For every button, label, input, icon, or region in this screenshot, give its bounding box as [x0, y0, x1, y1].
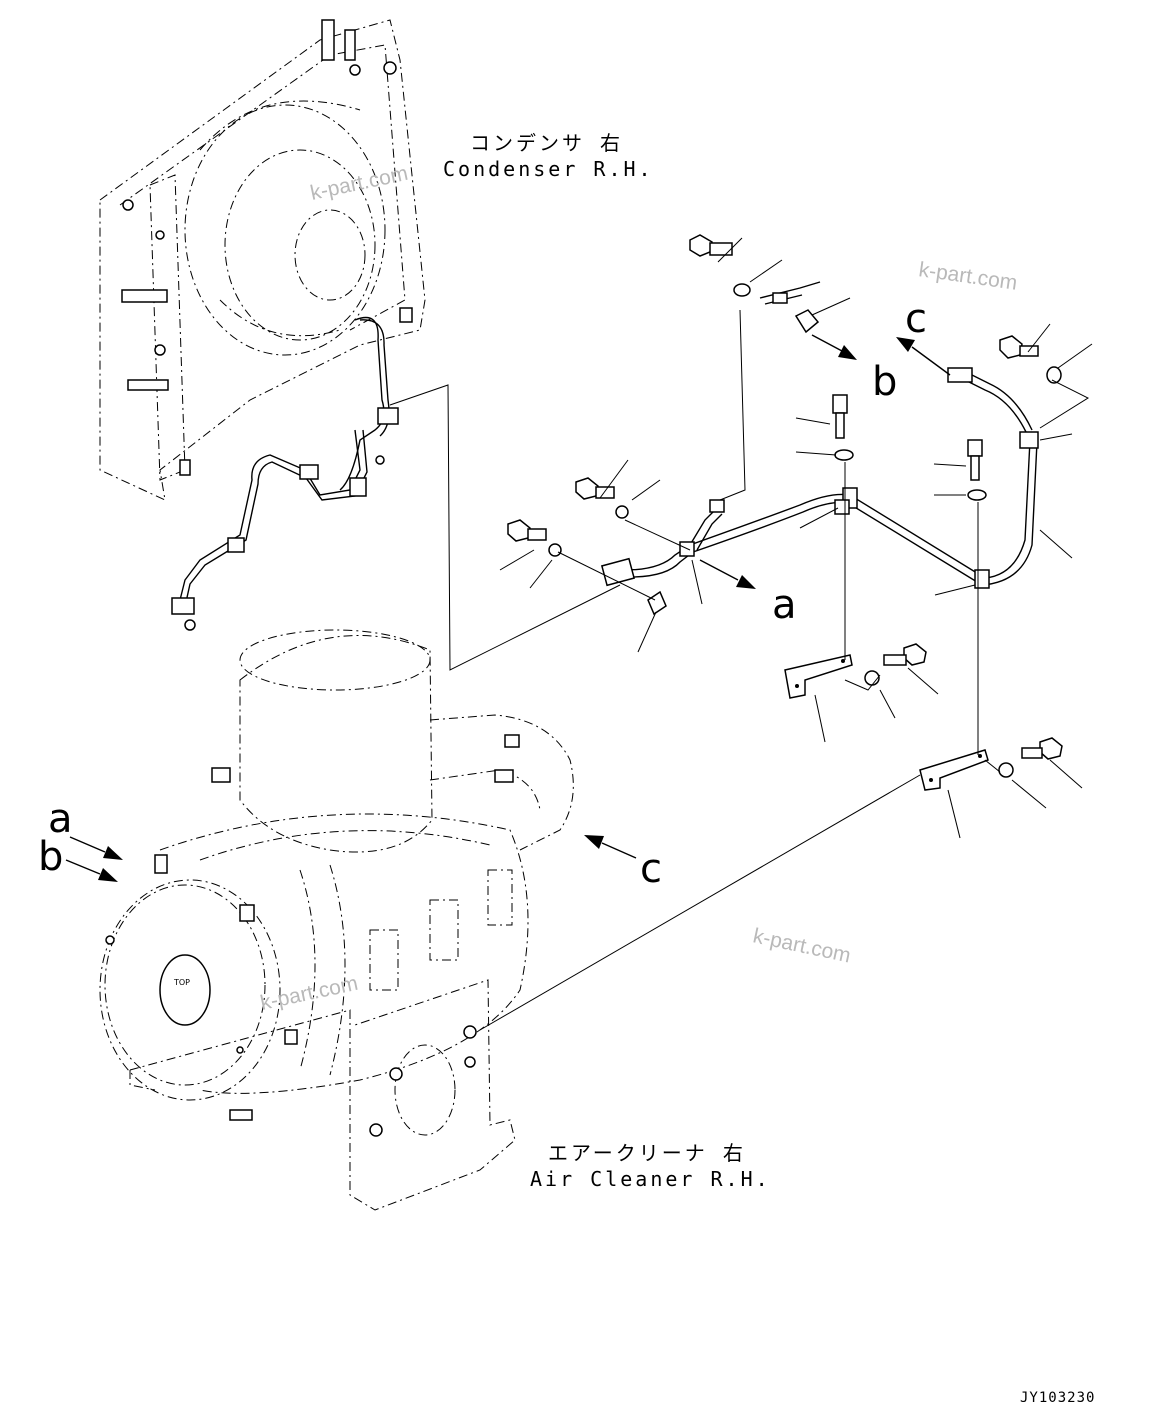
watermark-4: k-part.com — [258, 972, 360, 1015]
arrow-b-left — [65, 859, 118, 882]
bolt-center-2 — [967, 439, 983, 481]
leader-lines — [389, 237, 1093, 1031]
arrow-b-right — [811, 334, 857, 360]
letter-b-left: b — [38, 834, 63, 880]
watermark-2: k-part.com — [917, 258, 1018, 295]
component-labels: コンデンサ 右 Condenser R.H. エアークリーナ 右 Air Cle… — [443, 131, 771, 1191]
arrow-c-left — [584, 835, 637, 859]
bolt-top — [689, 234, 733, 257]
arrow-c-right — [896, 337, 951, 376]
arrow-a-left — [69, 836, 123, 860]
letter-c-right: c — [905, 296, 927, 342]
direction-arrows — [65, 334, 951, 882]
letter-b-right: b — [872, 359, 897, 405]
connection-letters: b c a a b c — [38, 296, 927, 892]
condenser-assembly — [99, 19, 426, 631]
air-cleaner-assembly: TOP — [99, 629, 574, 1211]
letter-a-left: a — [48, 796, 73, 842]
harness-assembly — [507, 234, 1063, 791]
drawing-number: JY103230 — [1020, 1390, 1095, 1406]
letter-a-right: a — [772, 582, 797, 628]
bolt-center-1 — [832, 394, 848, 439]
svg-text:TOP: TOP — [173, 978, 190, 987]
watermark-3: k-part.com — [751, 924, 853, 967]
air-cleaner-label-jp: エアークリーナ 右 — [548, 1141, 746, 1165]
air-cleaner-label-en: Air Cleaner R.H. — [530, 1167, 771, 1191]
watermark-1: k-part.com — [308, 162, 410, 205]
letter-c-left: c — [640, 846, 662, 892]
condenser-label-en: Condenser R.H. — [443, 157, 654, 181]
condenser-label-jp: コンデンサ 右 — [470, 131, 623, 155]
arrow-a-right — [699, 559, 756, 589]
